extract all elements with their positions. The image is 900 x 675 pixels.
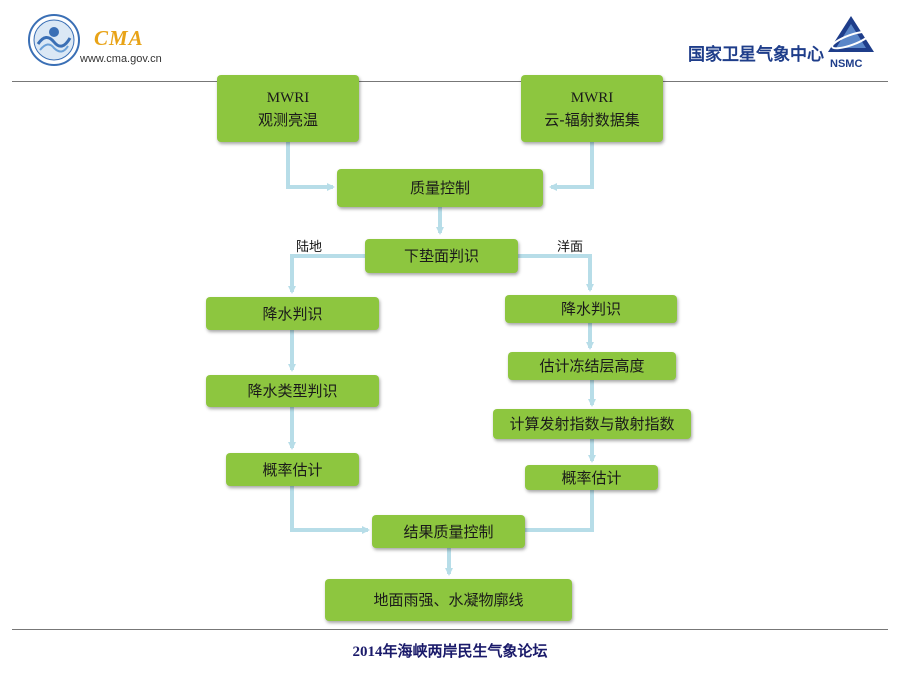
land-precip-judge-box: 降水判识 — [206, 297, 379, 330]
mwri-cloud-line1: MWRI — [570, 89, 614, 106]
nsmc-abbr: NSMC — [830, 58, 863, 70]
ocean-prob-est-box: 概率估计 — [525, 465, 658, 490]
land-precip-type-box: 降水类型判识 — [206, 375, 379, 407]
ocean-label: 洋面 — [557, 240, 584, 255]
mwri-obs-line1: MWRI — [266, 89, 310, 106]
mwri-obs-box: MWRI 观测亮温 — [217, 75, 359, 142]
result-qc-box: 结果质量控制 — [372, 515, 525, 548]
cma-abbr: CMA — [94, 26, 144, 50]
mwri-obs-line2: 观测亮温 — [257, 110, 318, 129]
quality-control-box: 质量控制 — [337, 169, 543, 207]
cma-url: www.cma.gov.cn — [80, 53, 162, 65]
footer-title: 2014年海峡两岸民生气象论坛 — [352, 644, 548, 660]
ocean-emission-index-box: 计算发射指数与散射指数 — [493, 409, 691, 439]
nsmc-satellite-icon — [828, 16, 874, 52]
output-box: 地面雨强、水凝物廓线 — [325, 579, 572, 621]
land-prob-est-box: 概率估计 — [226, 453, 359, 486]
ocean-freeze-height-box: 估计冻结层高度 — [508, 352, 676, 380]
mwri-cloud-box: MWRI 云-辐射数据集 — [521, 75, 663, 142]
nsmc-center-name: 国家卫星气象中心 — [688, 45, 824, 65]
footer-divider — [12, 629, 888, 630]
ocean-precip-judge-box: 降水判识 — [505, 295, 677, 323]
mwri-cloud-line2: 云-辐射数据集 — [544, 110, 640, 129]
cma-emblem-icon — [28, 14, 80, 66]
surface-judge-box: 下垫面判识 — [365, 239, 518, 273]
land-label: 陆地 — [296, 240, 323, 255]
header-divider — [12, 81, 888, 82]
